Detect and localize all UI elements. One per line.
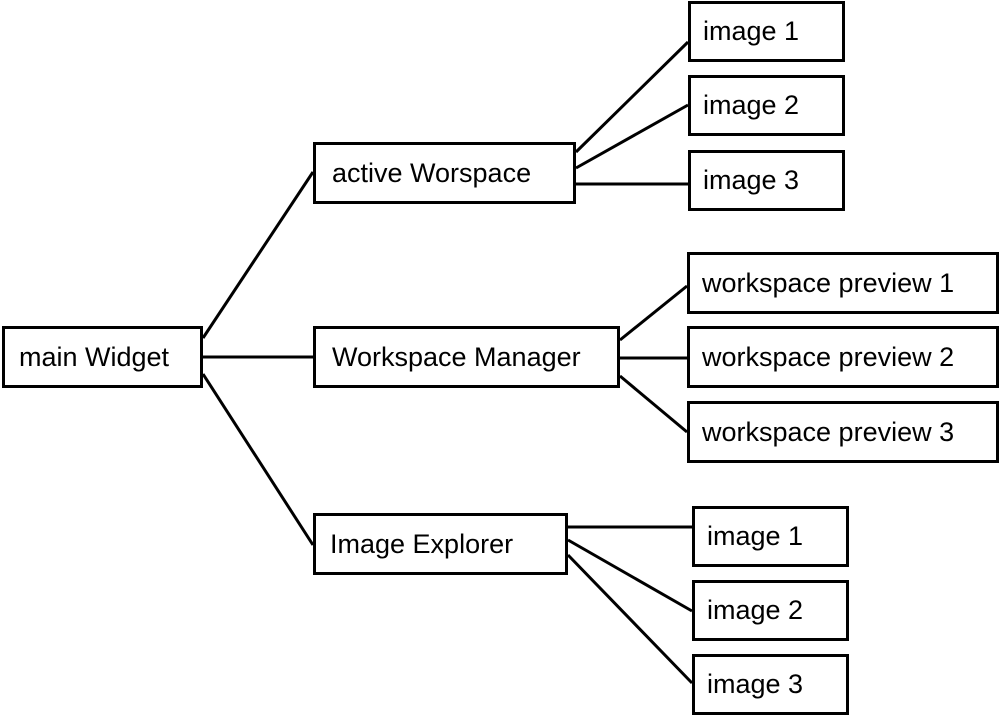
node-explorer-image-1: image 1: [692, 506, 849, 567]
node-label: image 2: [707, 595, 804, 625]
edge-explorer-to-image-3: [566, 553, 694, 685]
node-label: main Widget: [19, 341, 170, 372]
node-workspace-manager: Workspace Manager: [313, 326, 620, 388]
node-workspace-preview-3: workspace preview 3: [687, 401, 999, 463]
node-explorer-image-2: image 2: [692, 580, 849, 641]
node-workspace-preview-1: workspace preview 1: [687, 252, 999, 314]
node-label: active Worspace: [332, 157, 532, 188]
node-active-image-1: image 1: [688, 1, 845, 62]
node-explorer-image-3: image 3: [692, 654, 849, 715]
node-label: image 3: [703, 165, 800, 195]
edge-active-to-image-1: [574, 40, 690, 154]
node-active-image-3: image 3: [688, 150, 845, 211]
node-label: image 3: [707, 669, 804, 699]
edge-main-to-image-explorer: [201, 373, 315, 546]
edge-manager-to-preview-1: [619, 284, 688, 342]
node-label: Image Explorer: [330, 528, 514, 559]
edge-manager-to-preview-3: [619, 374, 688, 434]
node-label: workspace preview 1: [702, 267, 955, 298]
node-label: image 1: [707, 521, 804, 551]
node-label: workspace preview 2: [702, 341, 955, 372]
node-workspace-preview-2: workspace preview 2: [687, 326, 999, 388]
node-label: image 2: [703, 90, 800, 120]
node-active-workspace: active Worspace: [313, 142, 576, 204]
node-image-explorer: Image Explorer: [313, 513, 568, 575]
node-label: Workspace Manager: [332, 341, 581, 372]
node-main-widget: main Widget: [2, 326, 203, 388]
node-label: workspace preview 3: [702, 416, 955, 447]
edge-main-to-active-workspace: [201, 171, 315, 339]
node-label: image 1: [703, 16, 800, 46]
node-active-image-2: image 2: [688, 75, 845, 136]
edge-explorer-to-image-2: [567, 538, 693, 613]
edge-active-to-image-2: [575, 103, 689, 170]
